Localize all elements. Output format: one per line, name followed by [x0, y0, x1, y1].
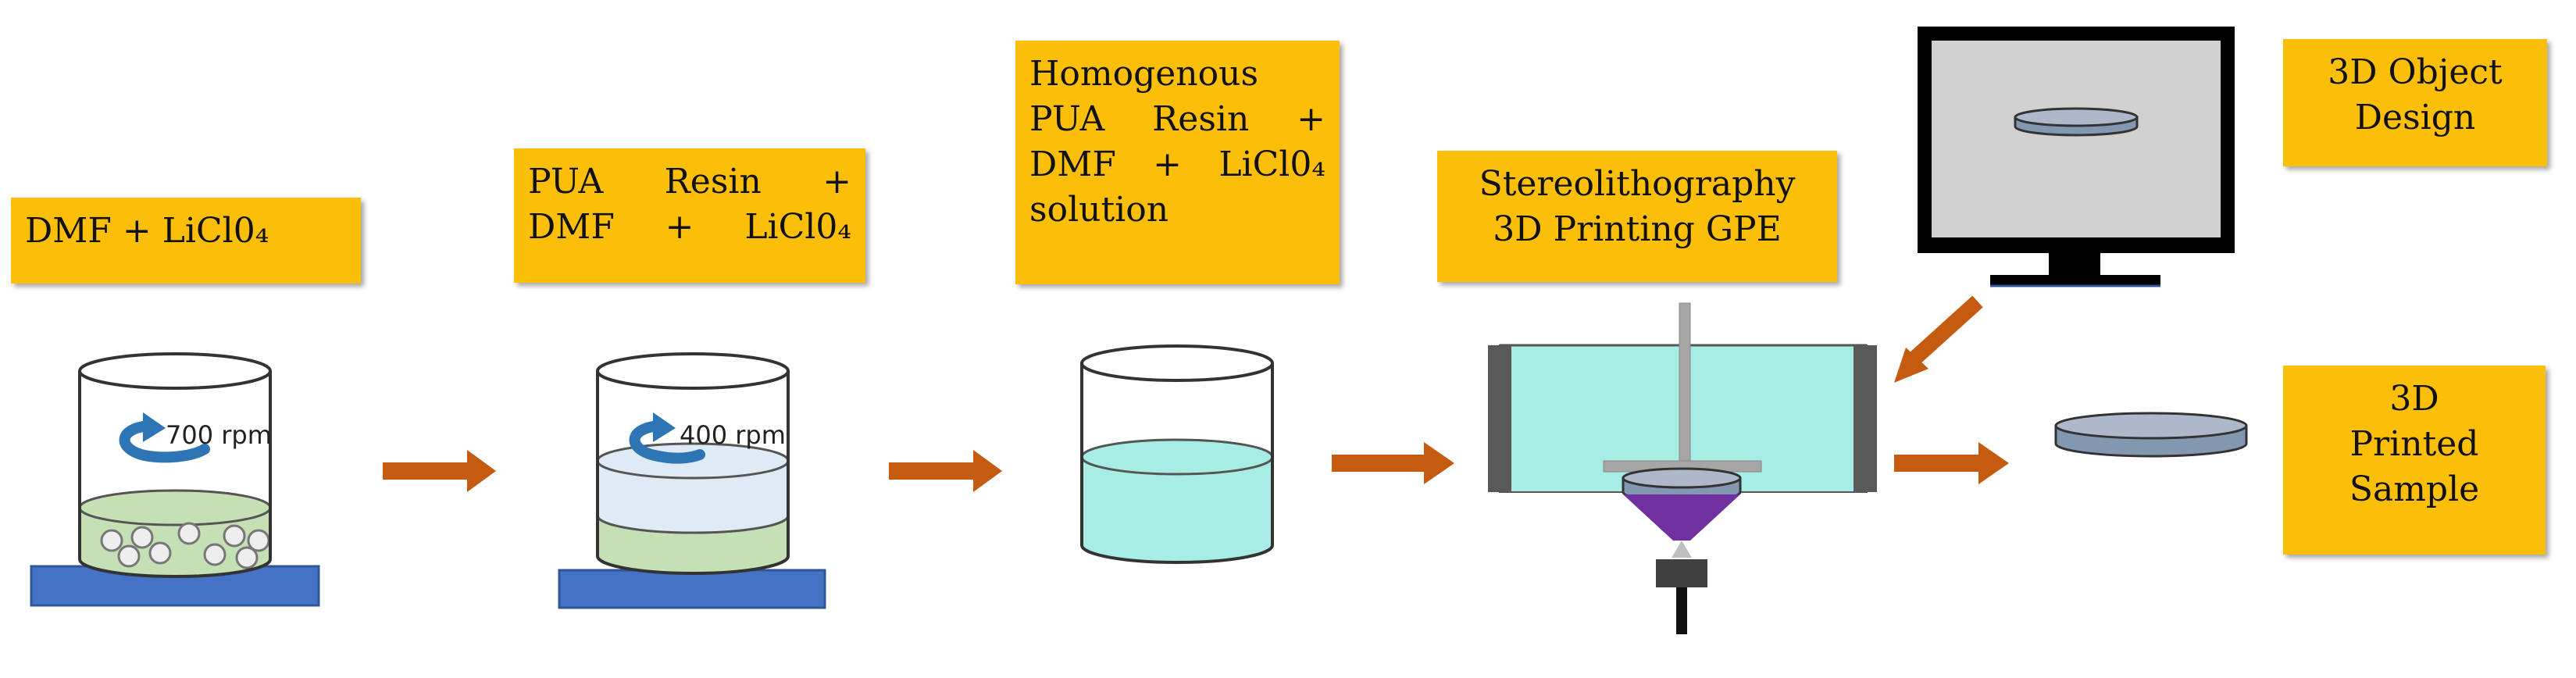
label-pua-resin-dmf-licl04: PUA Resin + DMF + LiCl0₄ — [514, 148, 865, 283]
label-line: Printed — [2349, 424, 2479, 465]
laser-beam — [1623, 494, 1740, 541]
laser-emitter — [1656, 559, 1707, 587]
label-line: 3D Printing GPE — [1493, 209, 1782, 250]
build-rod — [1679, 302, 1691, 468]
printed-sample-disc — [2054, 412, 2248, 458]
rotation-arrow-icon — [119, 412, 210, 463]
monitor-stand — [1990, 275, 2160, 286]
beaker-stirring-400rpm: 400 rpm — [558, 352, 826, 609]
label-line: DMF + LiCl0₄ — [1029, 145, 1325, 185]
vat-wall-right — [1854, 345, 1877, 492]
label-line: 3D — [2389, 379, 2439, 419]
right-arrow-icon — [889, 450, 1002, 492]
label-homogenous-solution: Homogenous PUA Resin + DMF + LiCl0₄ solu… — [1015, 41, 1340, 284]
label-3d-printed-sample: 3D Printed Sample — [2283, 366, 2546, 555]
vat-wall-left — [1488, 345, 1511, 492]
label-line: Sample — [2349, 469, 2480, 510]
label-line: Design — [2354, 98, 2476, 138]
speed-label-700: 700 rpm — [166, 420, 272, 450]
label-line: PUA Resin + — [528, 162, 851, 202]
design-disc — [2014, 107, 2139, 127]
diagonal-arrow-icon — [1894, 295, 1983, 383]
beaker-homogenous-solution — [1080, 344, 1274, 564]
right-arrow-icon — [383, 450, 496, 492]
printed-part — [1622, 467, 1742, 489]
label-line: Stereolithography — [1479, 164, 1796, 204]
rotation-arrow-icon — [629, 412, 705, 464]
licl04-particles — [100, 522, 270, 569]
label-line: DMF + LiCl0₄ — [25, 211, 269, 251]
label-line: DMF + LiCl0₄ — [528, 207, 851, 248]
label-line: PUA Resin + — [1029, 99, 1325, 140]
sla-printer — [1488, 302, 1877, 634]
label-3d-object-design: 3D Object Design — [2283, 39, 2547, 166]
label-line: solution — [1029, 190, 1169, 230]
label-dmf-licl04: DMF + LiCl0₄ — [11, 198, 361, 284]
label-stereolithography: Stereolithography 3D Printing GPE — [1437, 151, 1837, 282]
speed-label-400: 400 rpm — [680, 420, 786, 450]
right-arrow-icon — [1894, 442, 2009, 484]
label-line: Homogenous — [1029, 54, 1259, 94]
beaker-stirring-700rpm: 700 rpm — [30, 352, 320, 607]
label-line: 3D Object — [2328, 52, 2503, 92]
monitor-icon — [1918, 27, 2235, 287]
stir-plate — [558, 569, 826, 609]
monitor-screen — [1932, 41, 2221, 237]
right-arrow-icon — [1332, 442, 1454, 484]
